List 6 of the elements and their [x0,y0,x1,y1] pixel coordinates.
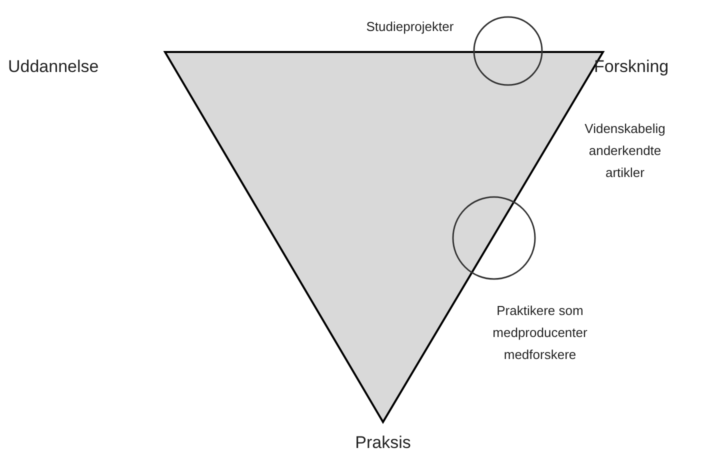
annotation-text: Videnskabelig anderkendte artikler [584,120,666,182]
annotation-text: Studieprojekter [365,18,455,36]
corner-label: Forskning [594,56,670,78]
corner-label: Praksis [354,432,412,454]
annotation-text: Praktikere som medproducenter medforskere [492,302,588,364]
corner-label: Uddannelse [8,56,100,78]
